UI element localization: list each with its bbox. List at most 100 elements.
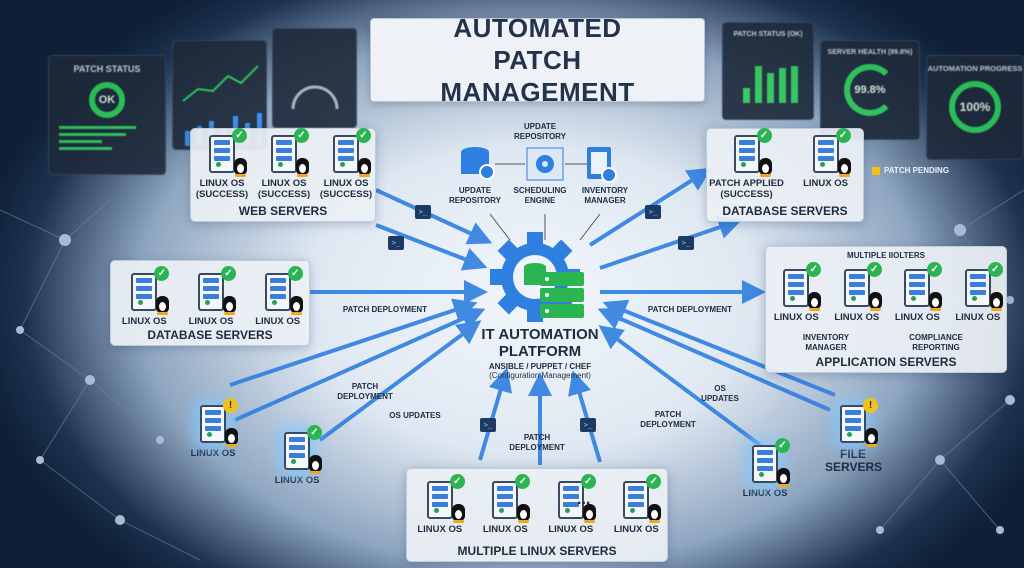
group-label: MULTIPLE LINUX SERVERS — [457, 544, 617, 558]
check-icon: ✓ — [515, 474, 531, 489]
server-icon: ✓ — [264, 266, 303, 315]
server: ✓ LINUX OS — [758, 262, 834, 323]
group-label: WEB SERVERS — [238, 204, 328, 218]
group-database-servers-left: ✓LINUX OS✓LINUX OS✓LINUX OS DATABASE SER… — [110, 260, 310, 346]
linux-penguin-icon — [223, 296, 236, 315]
check-icon: ✓ — [987, 262, 1003, 277]
server-label: LINUX OS — [803, 178, 848, 189]
dashboard-patch-status: PATCH STATUS OK — [48, 55, 166, 175]
legend-patch-pending: PATCH PENDING — [872, 166, 949, 175]
server-label: LINUX OS (SUCCESS) — [319, 178, 373, 200]
dashboard-title: PATCH STATUS (OK) — [733, 31, 803, 38]
linux-penguin-icon — [234, 158, 247, 177]
check-icon: ✓ — [287, 266, 303, 281]
linux-penguin-icon — [582, 504, 596, 523]
terminal-icon: >_ — [678, 236, 694, 250]
server-icon: ✓ — [733, 128, 772, 177]
group-label: APPLICATION SERVERS — [815, 355, 957, 369]
server-icon: ✓ — [492, 474, 531, 523]
server: ✓ LINUX OS — [259, 425, 335, 486]
group-label: DATABASE SERVERS — [722, 204, 848, 218]
server: ✓LINUX OS — [787, 128, 865, 189]
server-icon: ✓ — [812, 128, 851, 177]
server-icon: ✓ — [426, 474, 465, 523]
server: ✓LINUX OS (SUCCESS) — [184, 128, 260, 200]
linux-penguin-icon — [517, 504, 531, 523]
check-icon: ✓ — [756, 128, 772, 143]
server: ✓LINUX OS — [173, 266, 249, 327]
linux-penguin-icon — [929, 292, 943, 311]
check-icon: ✓ — [232, 128, 247, 143]
server-icon: ✓ — [623, 474, 662, 523]
server-label: PATCH APPLIED (SUCCESS) — [709, 178, 784, 200]
server-icon: ✓ — [209, 128, 247, 177]
linux-penguin-icon — [358, 158, 371, 177]
platform-subtitle: (Configuration Management) — [489, 371, 591, 380]
automation-gear-icon — [490, 232, 584, 322]
linux-penguin-icon — [808, 292, 822, 311]
check-icon: ✓ — [646, 474, 662, 489]
server: ✓LINUX OS — [240, 266, 316, 327]
linux-penguin-icon — [156, 296, 170, 315]
check-icon: ✓ — [806, 262, 822, 277]
check-icon: ✓ — [356, 128, 371, 143]
clipboard-icon — [587, 147, 617, 183]
server: ✓LINUX OS — [533, 474, 609, 535]
warning-icon: ! — [223, 398, 238, 413]
group-header: MULTIPLE IIOLTERS — [847, 251, 925, 260]
server-icon: ✓ — [964, 262, 1003, 311]
server-label: LINUX OS — [742, 488, 788, 499]
note-compliance-reporting: COMPLIANCE REPORTING — [909, 333, 963, 352]
server-label: LINUX OS — [834, 312, 880, 323]
component-update-repository: UPDATE REPOSITORY — [448, 186, 501, 205]
page-title: AUTOMATED PATCH MANAGEMENT — [370, 13, 705, 107]
linux-penguin-icon — [837, 158, 851, 177]
dashboard-automation-progress: AUTOMATION PROGRESS 100% — [926, 55, 1024, 160]
flow-label: PATCH DEPLOYMENT — [640, 410, 696, 429]
database-gear-icon — [461, 147, 495, 180]
warning-icon: ! — [863, 398, 878, 413]
server-label: LINUX OS — [955, 312, 1001, 323]
server-icon: ✓ — [198, 266, 236, 315]
dashboard-patch-status-right: PATCH STATUS (OK) — [722, 22, 814, 120]
health-gauge: 99.8% — [844, 64, 896, 116]
platform-label: IT AUTOMATION PLATFORM ANSIBLE / PUPPET … — [450, 326, 630, 380]
server: !FILE SERVERS — [815, 398, 891, 474]
group-web-servers: ✓LINUX OS (SUCCESS)✓LINUX OS (SUCCESS)✓L… — [190, 128, 376, 222]
check-icon: ✓ — [580, 474, 596, 489]
platform-title: IT AUTOMATION PLATFORM — [481, 326, 599, 360]
server-label: LINUX OS — [188, 316, 234, 327]
dashboard-title: PATCH STATUS — [73, 64, 141, 74]
check-icon: ✓ — [307, 425, 322, 440]
group-application-servers: MULTIPLE IIOLTERS ✓ LINUX OS ✓ LINUX OS ✓ LIN… — [765, 246, 1007, 373]
check-icon: ✓ — [294, 128, 309, 143]
flow-label: PATCH DEPLOYMENT — [509, 433, 565, 452]
linux-penguin-icon — [309, 455, 322, 474]
server: ✓ LINUX OS (SUCCESS) — [308, 128, 384, 200]
group-multiple-linux-servers: ✓LINUX OS✓LINUX OS✓LINUX OS✓LINUX OS ...… — [406, 468, 668, 562]
linux-penguin-icon — [451, 504, 465, 523]
check-icon: ✓ — [866, 262, 882, 277]
update-repository-top-label: UPDATE REPOSITORY — [513, 122, 566, 141]
terminal-icon: >_ — [645, 205, 661, 219]
scheduling-gear-icon — [526, 147, 564, 181]
server: ✓ PATCH APPLIED (SUCCESS) — [708, 128, 786, 200]
server: !LINUX OS — [175, 398, 251, 459]
server-label: LINUX OS — [773, 312, 819, 323]
legend-label: PATCH PENDING — [884, 166, 950, 175]
server: ✓ LINUX OS — [819, 262, 895, 323]
platform-tools: ANSIBLE / PUPPET / CHEF — [488, 362, 592, 371]
server-label: LINUX OS — [274, 475, 320, 486]
server: ✓LINUX OS — [467, 474, 543, 535]
linux-penguin-icon — [225, 428, 238, 447]
server-icon: ✓ — [284, 425, 322, 474]
server-label: LINUX OS (SUCCESS) — [257, 178, 311, 200]
flow-label: PATCH DEPLOYMENT — [647, 305, 733, 314]
terminal-icon: >_ — [480, 418, 496, 432]
server-label: LINUX OS — [417, 524, 463, 535]
linux-penguin-icon — [758, 158, 772, 177]
center-components — [461, 147, 617, 241]
check-icon: ✓ — [154, 266, 170, 281]
server: ✓ LINUX OS — [940, 262, 1016, 323]
